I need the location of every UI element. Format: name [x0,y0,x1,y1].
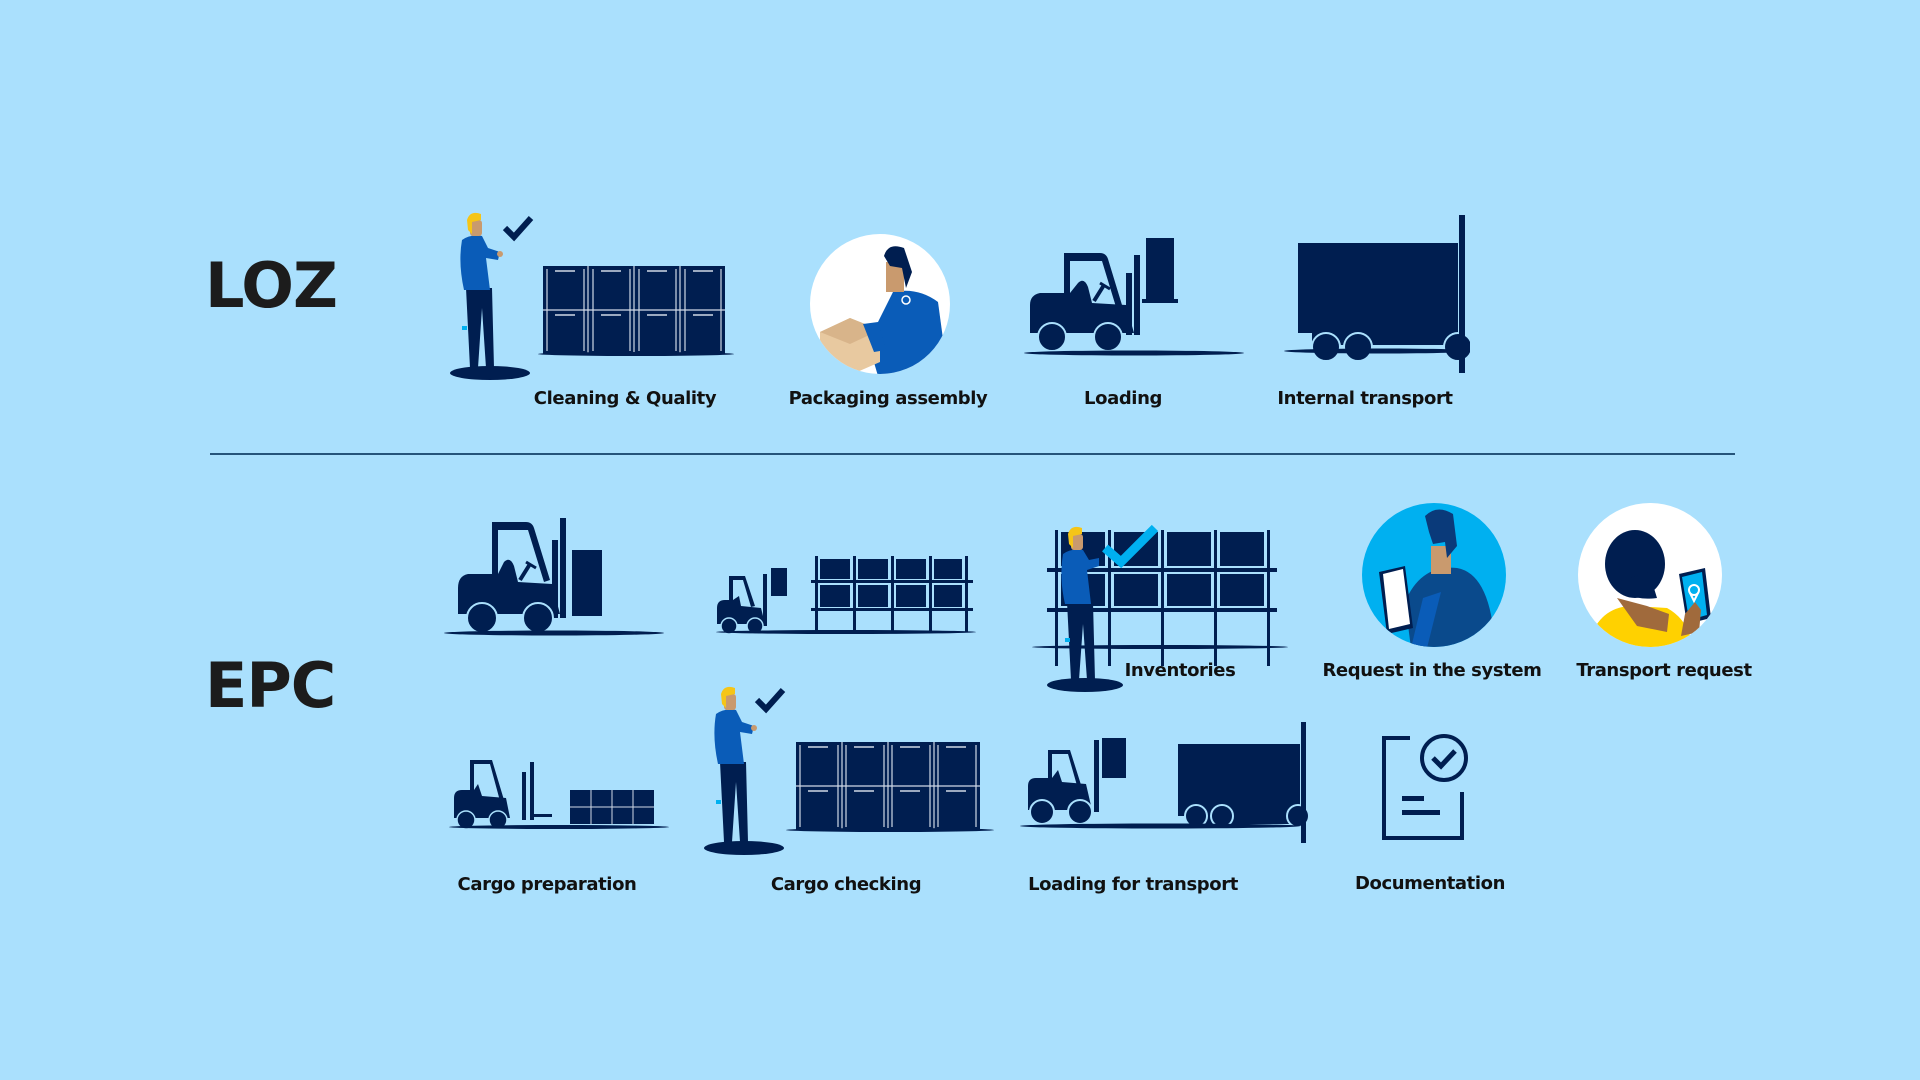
person-with-tablet-icon [1361,502,1507,648]
forklift-to-rack-icon [715,554,977,636]
forklift-with-pallet-icon [448,758,670,830]
worker-checking-containers-icon [700,684,1005,859]
step-label-loading-for-transport: Loading for transport [1028,874,1238,895]
step-label-request-in-the-system: Request in the system [1322,660,1542,681]
document-check-icon [1378,732,1473,842]
step-label-packaging-assembly: Packaging assembly [788,388,988,409]
forklift-icon [1022,233,1247,358]
person-tablet-location-icon [1577,502,1723,648]
section-divider [210,453,1735,455]
step-label-cargo-checking: Cargo checking [770,874,922,895]
step-label-cargo-preparation: Cargo preparation [457,874,637,895]
worker-packing-box-icon [808,232,952,376]
worker-checking-containers-icon [448,208,748,383]
worker-inventory-rack-icon [1025,520,1295,695]
forklift-loading-truck-icon [1018,720,1308,845]
step-label-documentation: Documentation [1354,873,1506,894]
truck-at-dock-icon [1280,213,1470,373]
section-title-epc: EPC [205,649,336,722]
step-label-transport-request: Transport request [1576,660,1752,681]
section-title-loz: LOZ [205,249,338,322]
step-label-cleaning-quality: Cleaning & Quality [533,388,717,409]
step-label-inventories: Inventories [1124,660,1236,681]
step-label-loading: Loading [1084,388,1162,409]
step-label-internal-transport: Internal transport [1277,388,1453,409]
forklift-with-load-icon [442,518,667,638]
